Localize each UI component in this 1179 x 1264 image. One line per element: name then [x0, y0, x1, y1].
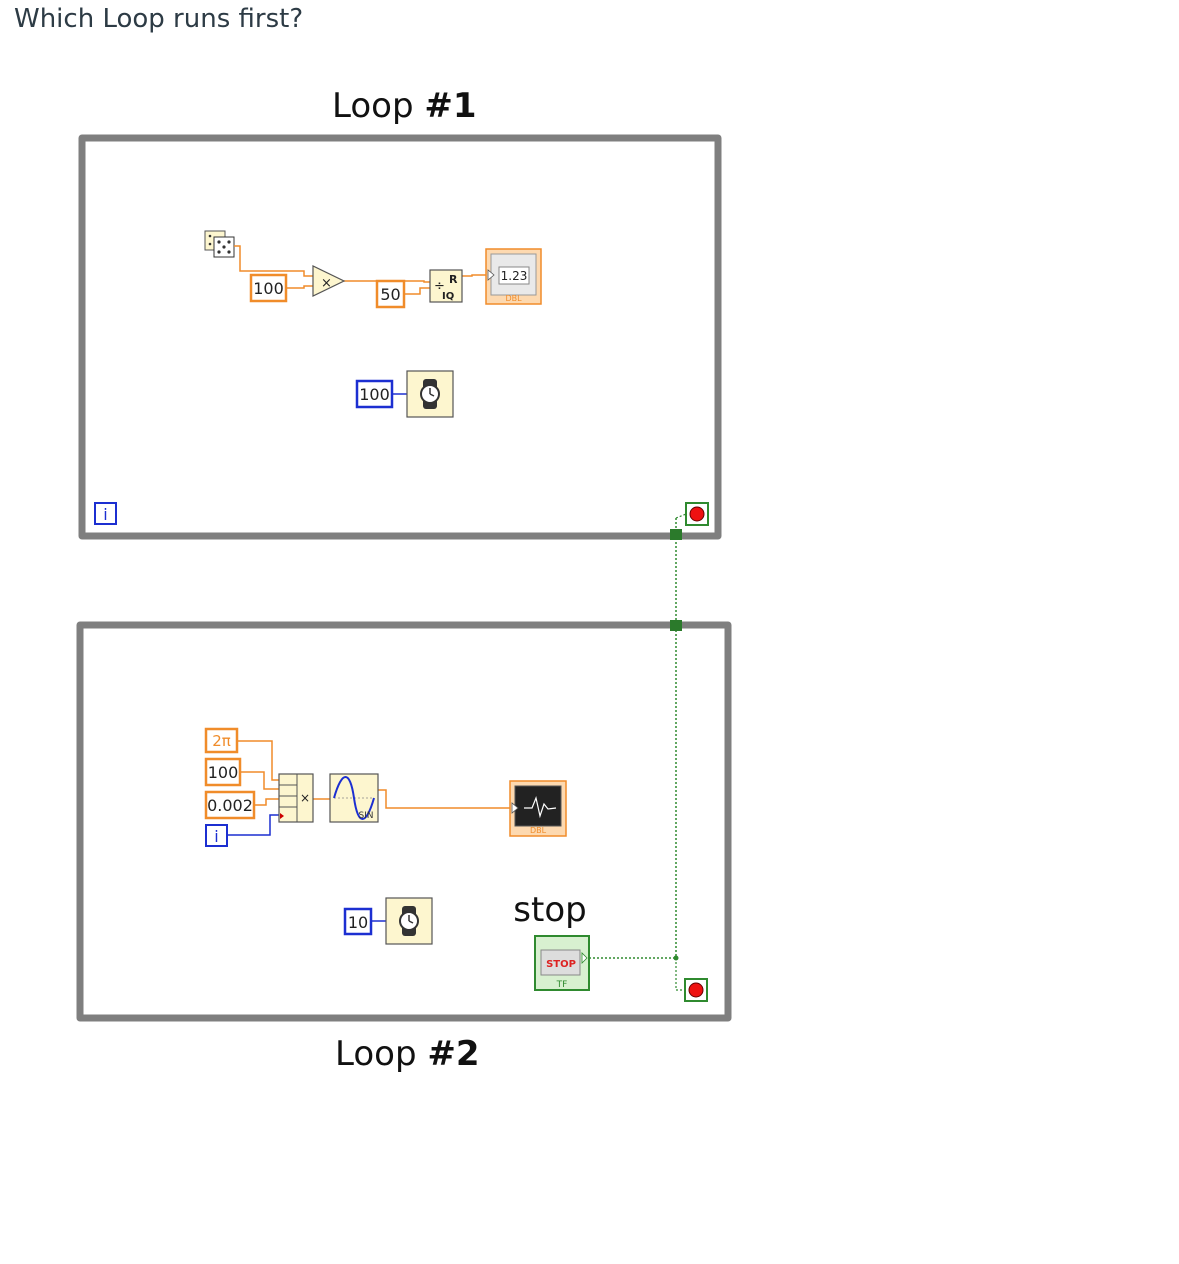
svg-text:STOP: STOP	[546, 959, 576, 970]
svg-text:i: i	[214, 827, 218, 846]
svg-text:SIN: SIN	[358, 811, 373, 821]
svg-text:TF: TF	[556, 980, 568, 990]
loop1-wait-constant[interactable]: 100	[355, 379, 394, 409]
constant-50[interactable]: 50	[375, 279, 406, 309]
svg-text:50: 50	[380, 285, 400, 304]
svg-text:IQ: IQ	[442, 291, 454, 302]
constant-100-loop2[interactable]: 100	[204, 757, 242, 787]
while-loop-1[interactable]	[78, 134, 722, 540]
loop2-wait-constant[interactable]: 10	[343, 907, 373, 936]
stop-button-terminal[interactable]: STOP TF	[534, 935, 590, 991]
svg-text:2π: 2π	[212, 732, 231, 750]
waveform-chart-indicator[interactable]: DBL	[509, 780, 567, 837]
constant-0.002[interactable]: 0.002	[204, 790, 256, 820]
svg-text:DBL: DBL	[505, 294, 522, 303]
loop2-conditional-terminal[interactable]	[684, 978, 708, 1002]
dice-icon	[204, 230, 235, 258]
svg-text:i: i	[103, 505, 107, 524]
question-text: Which Loop runs first?	[14, 4, 304, 34]
svg-text:100: 100	[253, 279, 284, 298]
svg-text:100: 100	[208, 763, 239, 782]
loop1-title-number: #1	[424, 86, 477, 126]
svg-text:×: ×	[321, 276, 332, 291]
loop1-border[interactable]	[78, 134, 722, 540]
loop1-wait-timer-icon[interactable]	[406, 370, 454, 418]
svg-text:0.002: 0.002	[207, 796, 253, 815]
svg-text:÷: ÷	[434, 279, 445, 294]
constant-100[interactable]: 100	[249, 273, 288, 303]
stop-wire	[589, 513, 687, 991]
constant-2pi[interactable]: 2π	[204, 727, 239, 754]
loop2-title-number: #2	[427, 1034, 480, 1074]
loop2-title: Loop #2	[335, 1034, 480, 1074]
loop2-index-terminal: i	[205, 824, 228, 847]
loop2-orange-wires	[237, 740, 511, 809]
svg-text:10: 10	[348, 913, 368, 932]
svg-text:100: 100	[359, 385, 390, 404]
compound-multiply-node[interactable]: ×	[278, 773, 314, 823]
stop-label: stop	[513, 890, 586, 930]
loop2-title-word: Loop	[335, 1034, 417, 1074]
loop2-wait-timer-icon[interactable]	[385, 897, 433, 945]
loop1-output-tunnel	[670, 529, 682, 540]
loop2-border[interactable]	[76, 621, 732, 1022]
loop1-title: Loop #1	[332, 86, 477, 126]
loop1-title-word: Loop	[332, 86, 414, 126]
sine-node[interactable]: SIN	[329, 773, 379, 823]
svg-text:1.23: 1.23	[501, 269, 528, 283]
quotient-remainder-node[interactable]: ÷ R IQ	[429, 269, 463, 303]
loop1-iteration-terminal: i	[94, 502, 117, 525]
svg-text:×: ×	[300, 791, 310, 805]
svg-text:R: R	[449, 273, 458, 286]
loop2-input-tunnel	[670, 620, 682, 631]
multiply-node[interactable]: ×	[312, 265, 346, 297]
numeric-indicator[interactable]: 1.23 DBL	[485, 248, 542, 305]
while-loop-2[interactable]	[76, 621, 732, 1022]
loop2-blue-wire	[228, 814, 279, 836]
loop1-conditional-terminal[interactable]	[685, 502, 709, 526]
svg-text:DBL: DBL	[530, 826, 547, 835]
